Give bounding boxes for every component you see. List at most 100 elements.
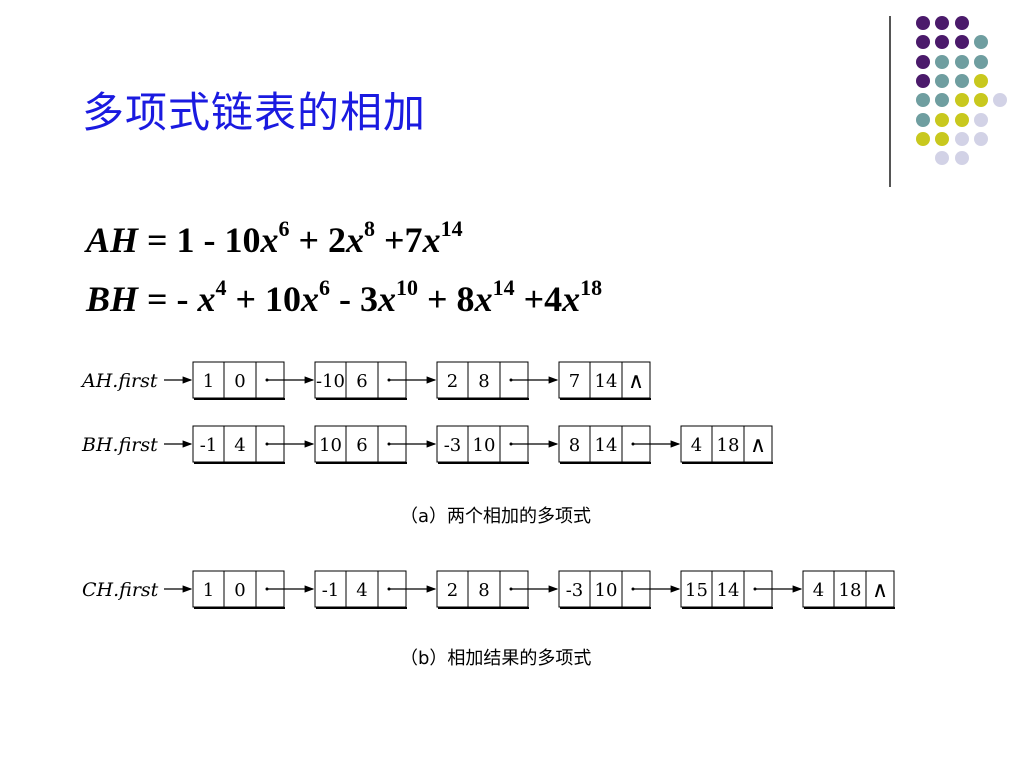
term-coefficient: +7 xyxy=(375,220,423,260)
term-exponent: 8 xyxy=(364,216,376,241)
term-coefficient: + 2 xyxy=(289,220,347,260)
null-symbol: ∧ xyxy=(750,433,766,458)
decor-dot xyxy=(954,16,969,30)
node-coefficient: 8 xyxy=(569,435,580,456)
decor-dot xyxy=(916,112,930,127)
decorative-divider xyxy=(889,16,891,187)
formula-name: AH xyxy=(86,220,148,260)
decor-dot xyxy=(973,35,988,50)
node-coefficient: 1 xyxy=(203,580,214,601)
decor-dot xyxy=(954,73,969,88)
decor-dot xyxy=(954,54,969,69)
term-coefficient: +4 xyxy=(514,279,563,319)
node-exponent: 6 xyxy=(356,371,367,392)
node-coefficient: 15 xyxy=(685,580,708,601)
node-exponent: 14 xyxy=(717,580,740,601)
list-head-label: BH.first xyxy=(81,434,158,456)
decor-dot xyxy=(935,54,950,69)
term-exponent: 14 xyxy=(492,275,515,300)
decor-dot xyxy=(916,35,930,50)
node-exponent: 14 xyxy=(595,435,618,456)
decor-dot xyxy=(954,93,969,108)
decor-dot xyxy=(935,35,950,50)
decor-dot xyxy=(935,16,950,30)
term-coefficient: = - xyxy=(147,279,198,319)
decor-dot xyxy=(954,151,969,166)
node-coefficient: -1 xyxy=(322,580,340,601)
list-node xyxy=(558,361,651,399)
node-exponent: 14 xyxy=(595,371,618,392)
term-variable: x xyxy=(378,279,397,319)
decor-dot xyxy=(973,73,988,88)
node-exponent: 10 xyxy=(595,580,618,601)
term-coefficient: + 8 xyxy=(418,279,475,319)
node-coefficient: -3 xyxy=(566,580,584,601)
decor-dot xyxy=(935,112,950,127)
node-coefficient: -10 xyxy=(316,371,345,392)
node-exponent: 0 xyxy=(234,580,245,601)
term-exponent: 14 xyxy=(440,216,463,241)
decor-dot xyxy=(973,112,988,127)
node-coefficient: -1 xyxy=(200,435,218,456)
decor-dot xyxy=(954,35,969,50)
term-exponent: 6 xyxy=(278,216,290,241)
list-head-label: CH.first xyxy=(82,579,159,601)
node-exponent: 6 xyxy=(356,435,367,456)
list-head-label: AH.first xyxy=(80,370,158,392)
node-coefficient: 1 xyxy=(203,371,214,392)
decor-dot xyxy=(935,131,950,146)
decor-dot xyxy=(935,73,950,88)
node-exponent: 18 xyxy=(717,435,740,456)
term-variable: x xyxy=(422,220,441,260)
node-exponent: 10 xyxy=(473,435,496,456)
term-variable: x xyxy=(562,279,581,319)
node-exponent: 4 xyxy=(234,435,245,456)
list-node xyxy=(680,425,773,463)
decor-dot xyxy=(916,131,930,146)
node-coefficient: 2 xyxy=(447,371,458,392)
node-exponent: 4 xyxy=(356,580,367,601)
formula-bh: BH = - x4 + 10x6 - 3x10 + 8x14 +4x18 xyxy=(86,277,602,319)
node-coefficient: -3 xyxy=(444,435,462,456)
node-coefficient: 10 xyxy=(319,435,342,456)
decor-dot xyxy=(993,93,1008,108)
term-coefficient: + 10 xyxy=(226,279,302,319)
null-symbol: ∧ xyxy=(872,578,888,603)
decor-dot xyxy=(935,93,950,108)
decor-dot xyxy=(916,54,930,69)
node-coefficient: 4 xyxy=(813,580,824,601)
decor-dot xyxy=(973,93,988,108)
term-variable: x xyxy=(197,279,216,319)
list-node xyxy=(802,570,895,608)
decor-dot xyxy=(954,112,969,127)
slide-title: 多项式链表的相加 xyxy=(82,88,427,137)
term-exponent: 10 xyxy=(396,275,419,300)
term-variable: x xyxy=(260,220,279,260)
node-exponent: 8 xyxy=(478,371,489,392)
null-symbol: ∧ xyxy=(628,369,644,394)
term-variable: x xyxy=(301,279,320,319)
node-exponent: 0 xyxy=(234,371,245,392)
decor-dot xyxy=(916,93,930,108)
caption-b: （b）相加结果的多项式 xyxy=(400,648,592,669)
formula-ah: AH = 1 - 10x6 + 2x8 +7x14 xyxy=(86,218,463,260)
term-exponent: 6 xyxy=(319,275,331,300)
decor-dot xyxy=(954,131,969,146)
term-variable: x xyxy=(474,279,493,319)
term-exponent: 4 xyxy=(215,275,227,300)
decor-dot xyxy=(935,151,950,166)
node-coefficient: 2 xyxy=(447,580,458,601)
term-variable: x xyxy=(346,220,365,260)
node-coefficient: 7 xyxy=(569,371,580,392)
decor-dot xyxy=(916,16,930,30)
term-coefficient: = 1 - 10 xyxy=(147,220,261,260)
caption-a: （a）两个相加的多项式 xyxy=(400,506,592,527)
node-exponent: 8 xyxy=(478,580,489,601)
decor-dot xyxy=(973,131,988,146)
node-coefficient: 4 xyxy=(691,435,702,456)
term-coefficient: - 3 xyxy=(330,279,379,319)
term-exponent: 18 xyxy=(580,275,603,300)
formula-name: BH xyxy=(86,279,148,319)
node-exponent: 18 xyxy=(839,580,862,601)
